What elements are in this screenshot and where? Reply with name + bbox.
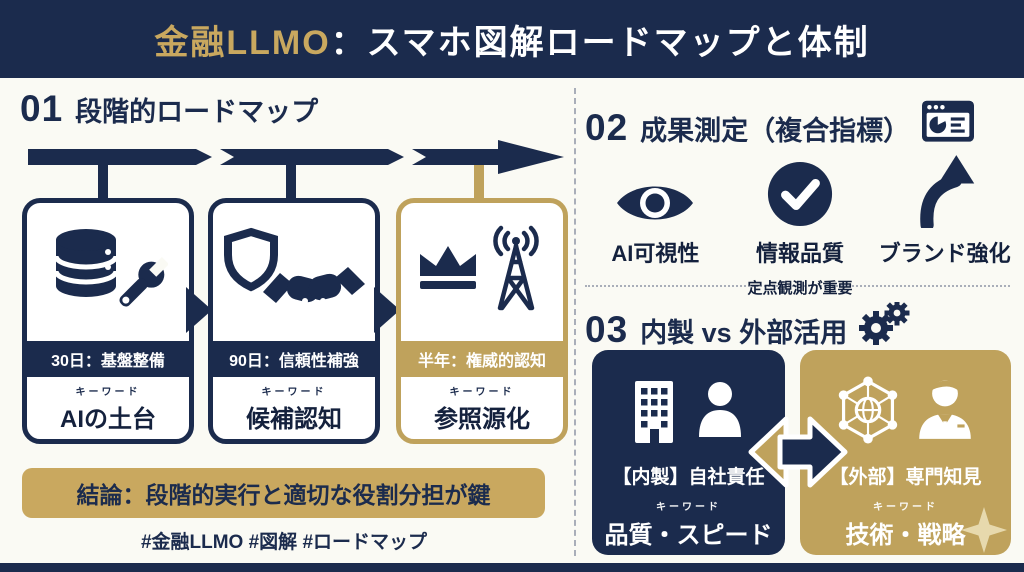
building-icon <box>634 381 673 443</box>
roadmap-arrow-1 <box>186 287 212 333</box>
section-03-title: 03 内製 vs 外部活用 <box>585 298 913 351</box>
step-1-keyword: AIの土台 <box>60 405 156 433</box>
database-icon <box>53 229 119 297</box>
metric-info-quality: 情報品質 定点観測が重要 <box>728 152 873 298</box>
crown-icon <box>420 246 476 289</box>
consultant-icon <box>918 380 971 439</box>
step-1-keyword-label: キーワード <box>75 386 141 398</box>
trend-up-arrow-icon <box>912 152 978 228</box>
section-01-label: 段階的ロードマップ <box>75 97 319 127</box>
step-2-keyword: 候補認知 <box>246 405 342 433</box>
external-keyword-label: キーワード <box>873 502 938 513</box>
handshake-icon <box>263 267 365 307</box>
metric-ai-visibility: AI可視性 <box>583 152 728 298</box>
option-box-external: 【外部】専門知見 キーワード 技術・戦略 <box>800 350 1011 555</box>
section-02-number: 02 <box>585 107 629 148</box>
double-arrow-icon <box>748 406 848 503</box>
step-3-keyword-label: キーワード <box>449 386 515 398</box>
section-01-title: 01 段階的ロードマップ <box>20 88 318 130</box>
dashboard-icon <box>922 100 975 151</box>
person-icon <box>698 382 741 437</box>
radio-tower-icon <box>493 225 539 311</box>
internal-icons <box>629 358 749 462</box>
external-keyword: 技術・戦略 <box>845 522 966 549</box>
step-2-icons <box>213 203 375 341</box>
vertical-divider <box>574 88 576 556</box>
wrench-icon <box>119 257 168 307</box>
internal-heading: 【内製】自社責任 <box>612 467 765 488</box>
metric-label: AI可視性 <box>611 241 700 266</box>
roadmap-step-card-3: 半年：権威的認知 キーワード 参照源化 <box>396 198 568 444</box>
metric-brand: ブランド強化 <box>872 152 1017 298</box>
step-1-icons <box>27 203 189 341</box>
metrics-row: AI可視性 情報品質 定点観測が重要 ブランド強化 <box>583 152 1017 298</box>
step-3-icons <box>401 203 563 341</box>
section-03-label: 内製 vs 外部活用 <box>640 318 848 348</box>
step-2-milestone: 90日：信頼性補強 <box>213 341 375 377</box>
hashtags: #金融LLMO #図解 #ロードマップ <box>140 532 428 553</box>
bottom-edge-strip <box>0 563 1024 572</box>
step-1-milestone: 30日：基盤整備 <box>27 341 189 377</box>
timeline-arrow <box>20 140 568 203</box>
roadmap-step-card-2: 90日：信頼性補強 キーワード 候補認知 <box>208 198 380 444</box>
horizontal-divider <box>585 285 1010 287</box>
gears-icon <box>859 300 913 351</box>
section-01-number: 01 <box>20 88 64 129</box>
metric-label: ブランド強化 <box>878 241 1011 266</box>
external-heading: 【外部】専門知見 <box>829 467 982 488</box>
network-icon <box>838 376 897 444</box>
metric-label: 情報品質 <box>756 241 845 266</box>
roadmap-arrow-2 <box>374 287 400 333</box>
section-02-label: 成果測定（複合指標） <box>640 116 911 146</box>
step-2-keyword-label: キーワード <box>261 386 327 398</box>
internal-keyword: 品質・スピード <box>604 522 773 549</box>
page-title-accent: 金融LLMO <box>154 23 331 62</box>
roadmap-step-card-1: 30日：基盤整備 キーワード AIの土台 <box>22 198 194 444</box>
eye-icon <box>613 152 697 228</box>
internal-keyword-label: キーワード <box>656 502 721 513</box>
metric-note: 定点観測が重要 <box>747 280 853 297</box>
page-title-rest: ：スマホ図解ロードマップと体制 <box>330 23 870 62</box>
header-bar: 金融LLMO：スマホ図解ロードマップと体制 <box>0 0 1024 78</box>
sparkle-icon <box>961 507 1007 553</box>
section-03-number: 03 <box>585 309 629 350</box>
step-3-keyword: 参照源化 <box>434 405 530 433</box>
check-circle-icon <box>766 152 834 228</box>
external-icons <box>834 358 978 462</box>
page-title: 金融LLMO：スマホ図解ロードマップと体制 <box>154 15 869 64</box>
section-02-title: 02 成果測定（複合指標） <box>585 94 975 151</box>
step-3-milestone: 半年：権威的認知 <box>401 341 563 377</box>
shield-icon <box>224 227 278 292</box>
conclusion-banner: 結論：段階的実行と適切な役割分担が鍵 <box>22 468 545 518</box>
